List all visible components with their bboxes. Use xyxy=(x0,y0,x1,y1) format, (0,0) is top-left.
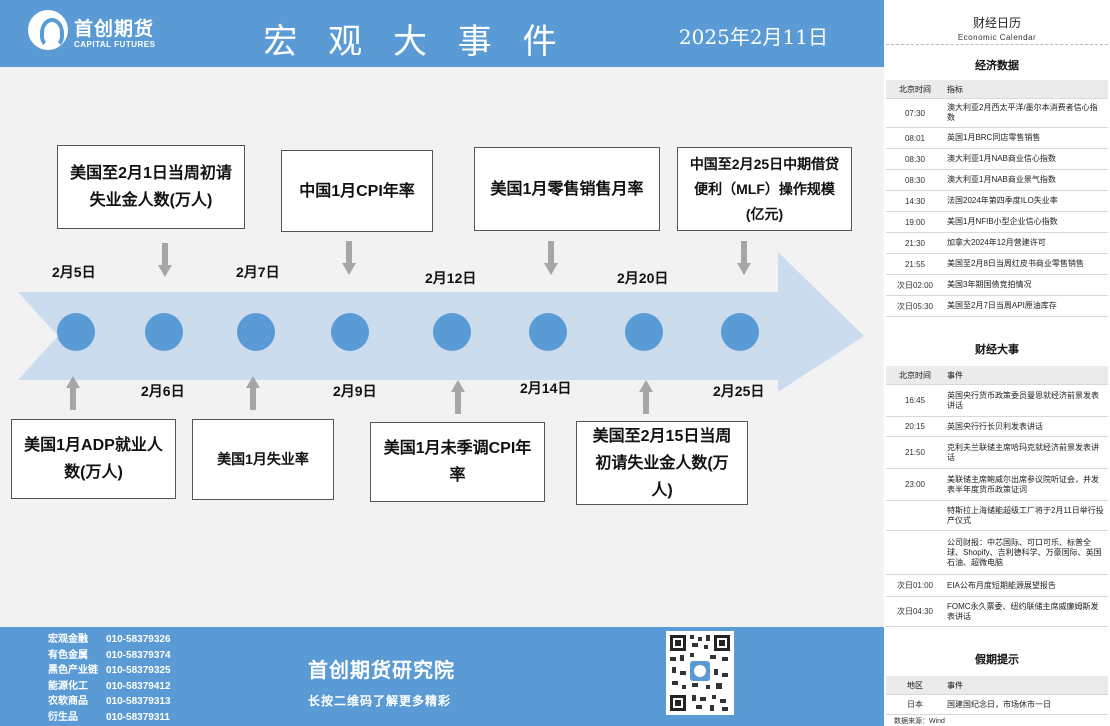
section-title-econ: 经济数据 xyxy=(975,60,1019,72)
event-box: 中国1月CPI年率 xyxy=(281,150,433,232)
arrow-down-icon xyxy=(737,241,751,275)
event-box: 中国至2月25日中期借贷便利（MLF）操作规模(亿元) xyxy=(677,147,852,231)
timeline-dot xyxy=(331,313,369,351)
main-panel: 首创期货 CAPITAL FUTURES 宏 观 大 事 件 2025年2月11… xyxy=(0,0,884,726)
timeline-dot xyxy=(433,313,471,351)
timeline-dot xyxy=(237,313,275,351)
arrow-down-icon xyxy=(342,241,356,275)
date-label: 2月14日 xyxy=(520,380,572,396)
event-box: 美国1月未季调CPI年率 xyxy=(370,422,545,502)
event-box: 美国1月零售销售月率 xyxy=(474,147,660,231)
arrow-down-icon xyxy=(158,243,172,277)
table-row: 公司财报：中芯国际、可口可乐、标普全球、Shopify、吉利德科学、万豪国际、英… xyxy=(886,530,1108,575)
timeline-dot xyxy=(57,313,95,351)
date-label: 2月25日 xyxy=(713,383,765,399)
holiday-table: 地区 事件 日本国建国纪念日，市场休市一日 xyxy=(886,676,1108,715)
header-bar: 首创期货 CAPITAL FUTURES 宏 观 大 事 件 2025年2月11… xyxy=(0,0,884,67)
arrow-up-icon xyxy=(66,376,80,410)
qr-code-icon xyxy=(668,633,732,713)
arrow-up-icon xyxy=(451,380,465,414)
table-header: 地区 事件 xyxy=(886,676,1108,695)
event-box: 美国1月ADP就业人数(万人) xyxy=(11,419,176,499)
table-row: 特斯拉上海储能超级工厂将于2月11日举行投产仪式 xyxy=(886,500,1108,531)
arrow-down-icon xyxy=(544,241,558,275)
date-label: 2月6日 xyxy=(141,383,185,399)
date-label: 2月9日 xyxy=(333,383,377,399)
footer-title: 首创期货研究院 xyxy=(308,660,455,682)
event-box: 美国至2月15日当周初请失业金人数(万人) xyxy=(576,421,748,505)
table-row: 日本国建国纪念日，市场休市一日 xyxy=(886,694,1108,715)
timeline-dot xyxy=(145,313,183,351)
page-date: 2025年2月11日 xyxy=(678,25,828,49)
logo: 首创期货 CAPITAL FUTURES xyxy=(28,8,178,54)
table-header: 北京时间 事件 xyxy=(886,366,1108,385)
section-title-events: 财经大事 xyxy=(975,344,1019,356)
qr-code[interactable] xyxy=(666,631,734,715)
calendar-header: 财经日历 Economic Calendar xyxy=(884,14,1110,42)
arrow-up-icon xyxy=(246,376,260,410)
logo-icon xyxy=(28,10,68,50)
page-title: 宏 观 大 事 件 xyxy=(263,22,567,62)
footer-subtitle: 长按二维码了解更多精彩 xyxy=(308,694,452,708)
event-box: 美国1月失业率 xyxy=(192,419,334,500)
event-box: 美国至2月1日当周初请失业金人数(万人) xyxy=(57,145,245,229)
calendar-subtitle: Economic Calendar xyxy=(957,33,1037,42)
table-header: 北京时间 指标 xyxy=(886,80,1108,99)
timeline-dot xyxy=(625,313,663,351)
divider xyxy=(886,44,1108,45)
calendar-title: 财经日历 xyxy=(972,16,1021,30)
timeline-dot xyxy=(529,313,567,351)
logo-subtext: CAPITAL FUTURES xyxy=(74,40,156,49)
date-label: 2月12日 xyxy=(425,270,477,286)
timeline-dot xyxy=(721,313,759,351)
calendar-panel: 财经日历 Economic Calendar 经济数据 北京时间 指标 07:3… xyxy=(884,0,1110,726)
date-label: 2月7日 xyxy=(236,264,280,280)
date-label: 2月20日 xyxy=(617,270,669,286)
section-title-holiday: 假期提示 xyxy=(975,654,1019,666)
arrow-up-icon xyxy=(639,380,653,414)
source-note: 数据来源：Wind xyxy=(894,718,945,725)
date-label: 2月5日 xyxy=(52,264,96,280)
logo-text: 首创期货 xyxy=(74,19,155,40)
